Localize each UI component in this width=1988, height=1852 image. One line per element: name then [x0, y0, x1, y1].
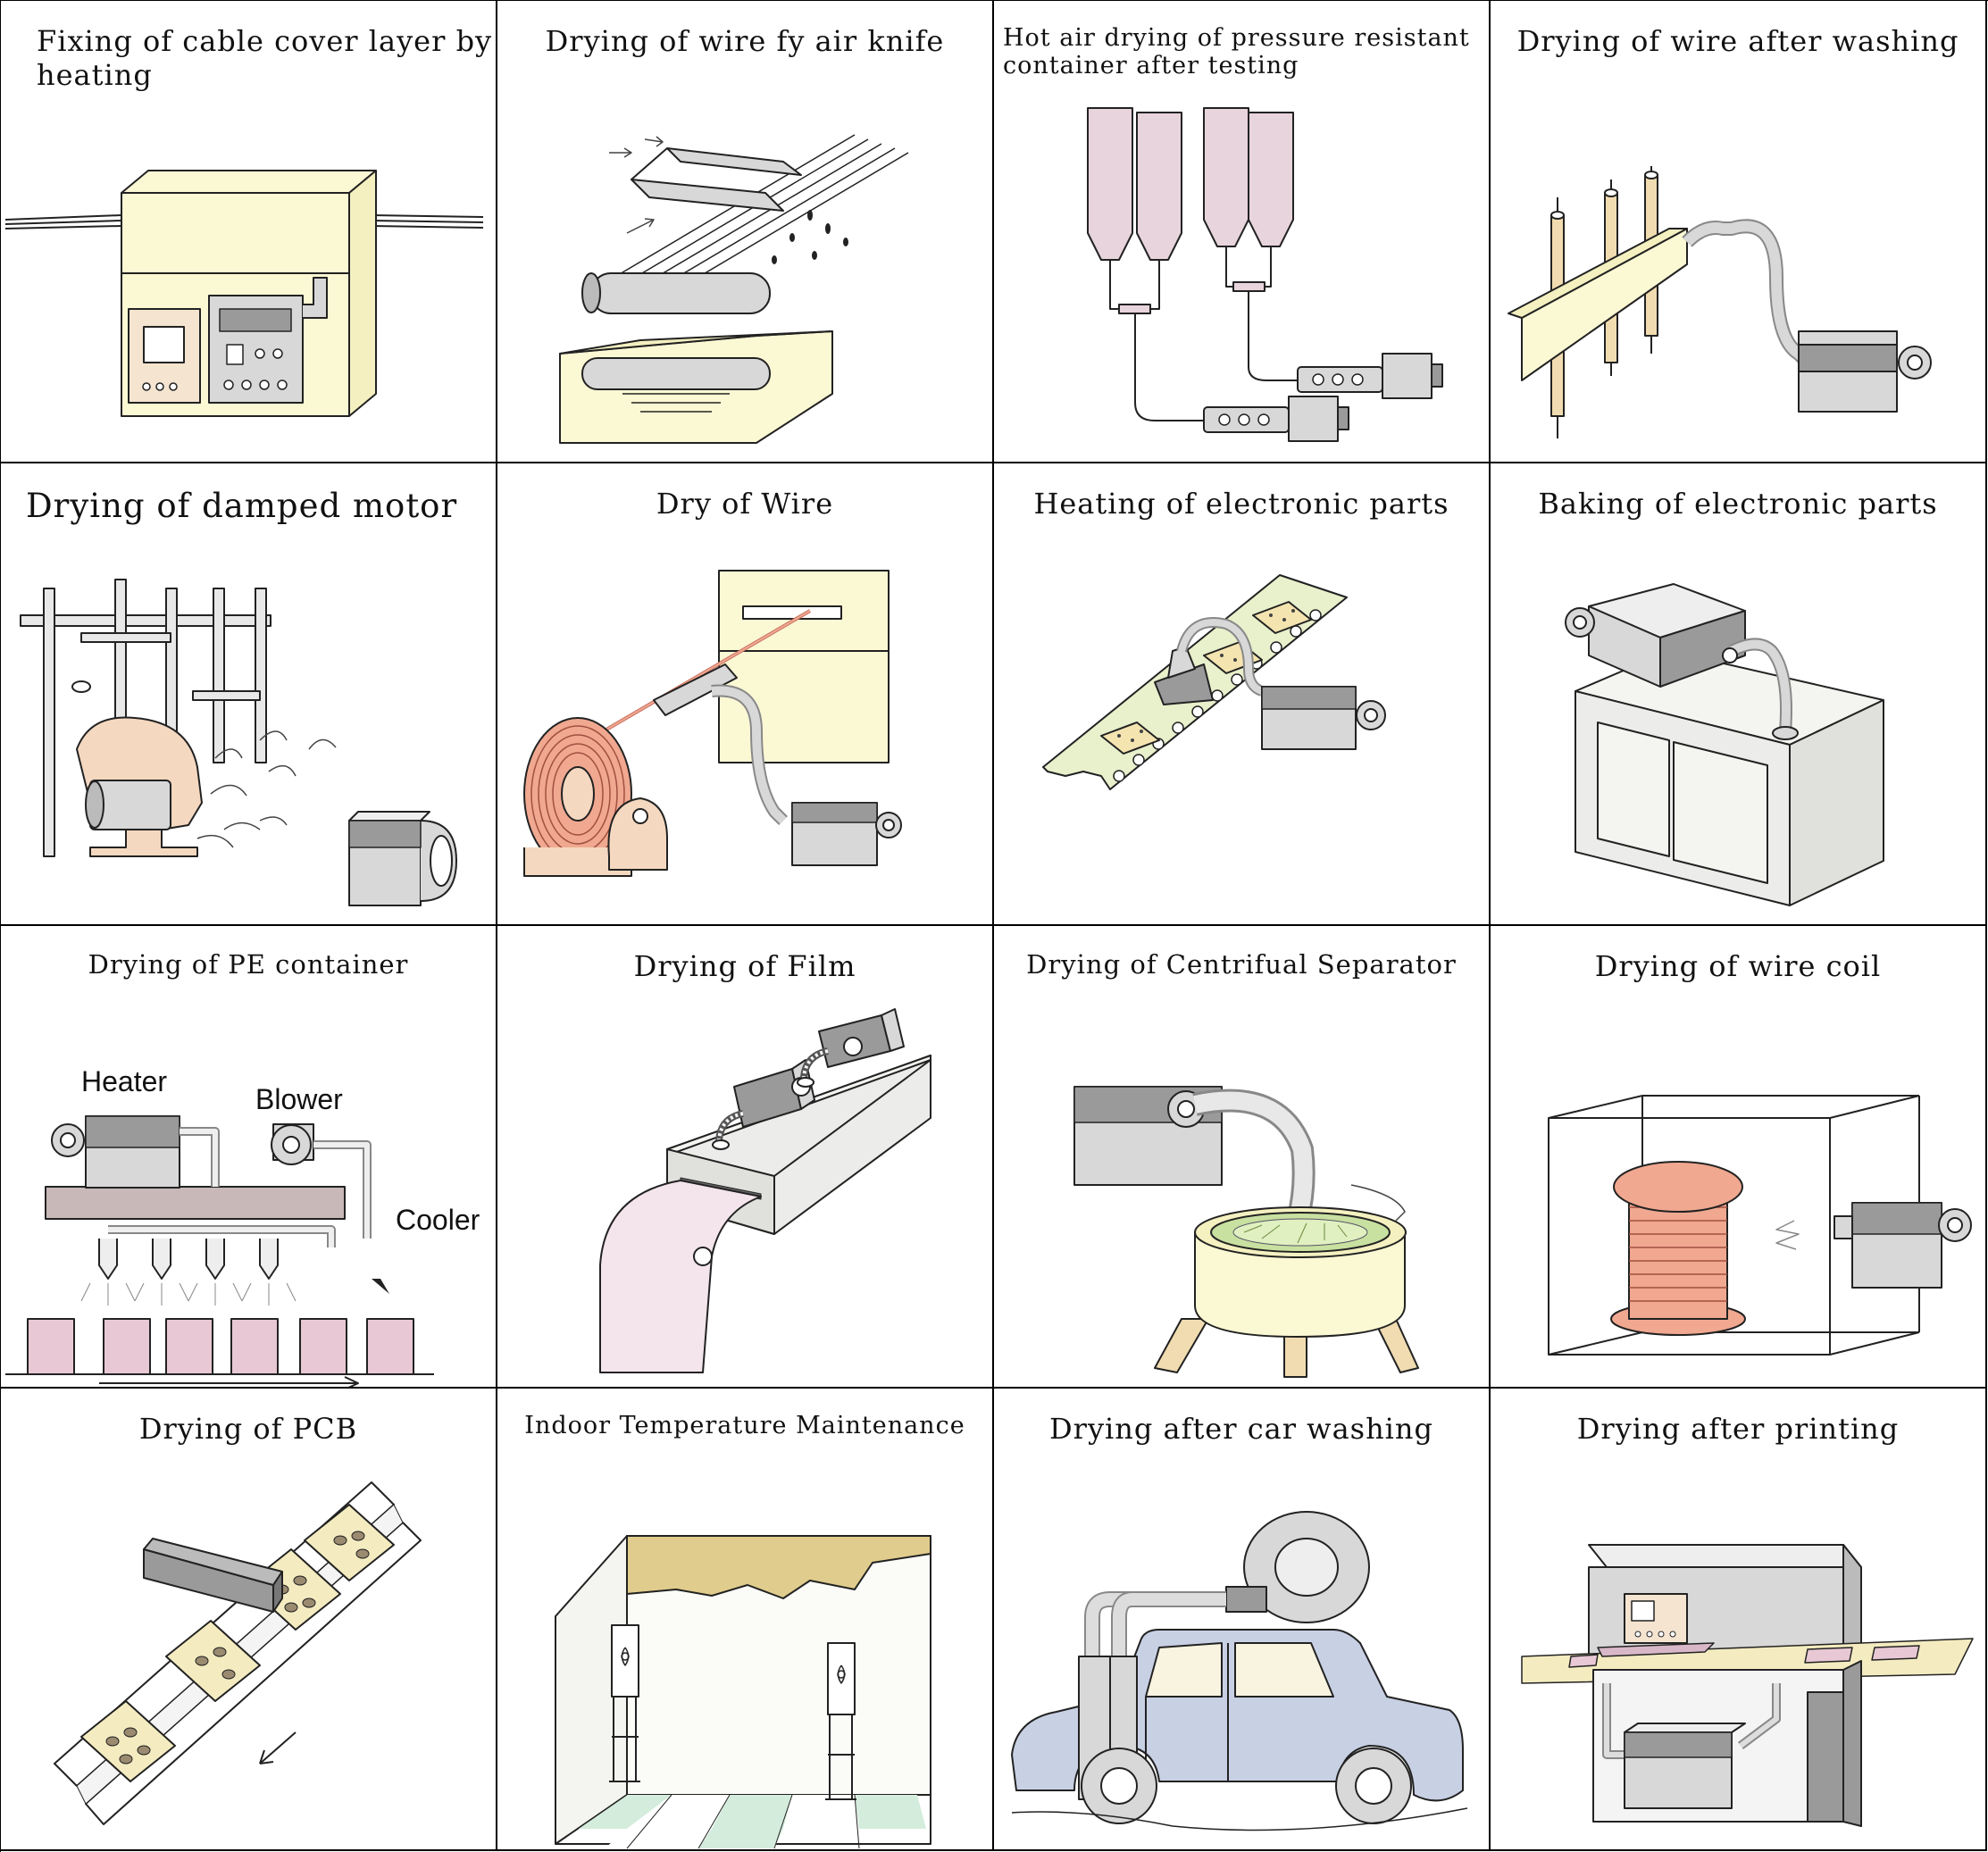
cell-title: Drying after car washing	[1048, 1412, 1433, 1446]
illustration-dry-wire	[523, 570, 902, 877]
cell-dry-of-wire: Dry of Wire	[497, 463, 994, 926]
illustration-pe-container: Heater Blower Cooler	[5, 1065, 480, 1387]
cell-pcb-drying: Drying of PCB	[1, 1389, 497, 1851]
cell-title: Drying of PE container	[88, 949, 409, 980]
cell-title: Drying of wire fy air knife	[545, 24, 945, 58]
cell-wire-air-knife: Drying of wire fy air knife	[497, 1, 994, 463]
cell-centrifugal-separator: Drying of Centrifual Separator	[994, 926, 1491, 1389]
cell-title: Heating of electronic parts	[1033, 487, 1449, 521]
cell-electronic-parts-heating: Heating of electronic parts	[994, 463, 1491, 926]
cell-title: Drying of Film	[633, 949, 856, 983]
cell-title: Indoor Temperature Maintenance	[524, 1412, 965, 1439]
illustration-wire-washing	[1508, 166, 1932, 438]
illustration-pcb	[54, 1481, 422, 1825]
blower-label: Blower	[255, 1083, 343, 1115]
cell-cable-cover-heating: Fixing of cable cover layer by heating	[1, 1, 497, 463]
illustration-electronic-heating	[1042, 574, 1386, 790]
cell-indoor-temperature: Indoor Temperature Maintenance	[497, 1389, 994, 1851]
illustration-damped-motor	[20, 579, 457, 906]
cell-after-printing: Drying after printing	[1491, 1389, 1987, 1851]
cell-wire-after-washing: Drying of wire after washing	[1491, 1, 1987, 463]
cell-title: Drying of damped motor	[26, 487, 458, 525]
illustration-air-knife	[559, 134, 909, 444]
cell-film-drying: Drying of Film	[497, 926, 994, 1389]
cell-title: Drying of Centrifual Separator	[1026, 949, 1457, 980]
illustration-car	[1011, 1511, 1468, 1831]
cell-car-washing: Drying after car washing	[994, 1389, 1491, 1851]
cell-title: Drying of wire coil	[1594, 949, 1882, 983]
cell-title: Hot air drying of pressure resistant con…	[1003, 24, 1470, 79]
cell-title: Fixing of cable cover layer by heating	[37, 24, 493, 92]
cell-wire-coil: Drying of wire coil	[1491, 926, 1987, 1389]
cell-title: Dry of Wire	[656, 487, 834, 521]
illustration-wire-coil	[1548, 1095, 1972, 1356]
illustration-electronic-baking	[1565, 583, 1884, 906]
cell-electronic-parts-baking: Baking of electronic parts	[1491, 463, 1987, 926]
illustration-film	[599, 1008, 931, 1373]
heater-label: Heater	[81, 1065, 167, 1097]
cell-title: Drying of wire after washing	[1516, 24, 1959, 58]
cell-title: Baking of electronic parts	[1538, 487, 1938, 521]
cooler-label: Cooler	[396, 1204, 480, 1236]
cell-pressure-container-drying: Hot air drying of pressure resistant con…	[994, 1, 1491, 463]
illustration-cable-cover	[4, 170, 484, 417]
cell-pe-container: Drying of PE container Heater Blower Coo…	[1, 926, 497, 1389]
illustration-indoor	[555, 1535, 931, 1849]
cell-title: Drying of PCB	[138, 1412, 358, 1446]
illustration-pressure-container	[1087, 107, 1443, 442]
illustration-printing	[1521, 1544, 1974, 1827]
cell-damped-motor: Drying of damped motor	[1, 463, 497, 926]
illustration-centrifuge	[1073, 1086, 1419, 1378]
cell-title: Drying after printing	[1576, 1412, 1900, 1446]
